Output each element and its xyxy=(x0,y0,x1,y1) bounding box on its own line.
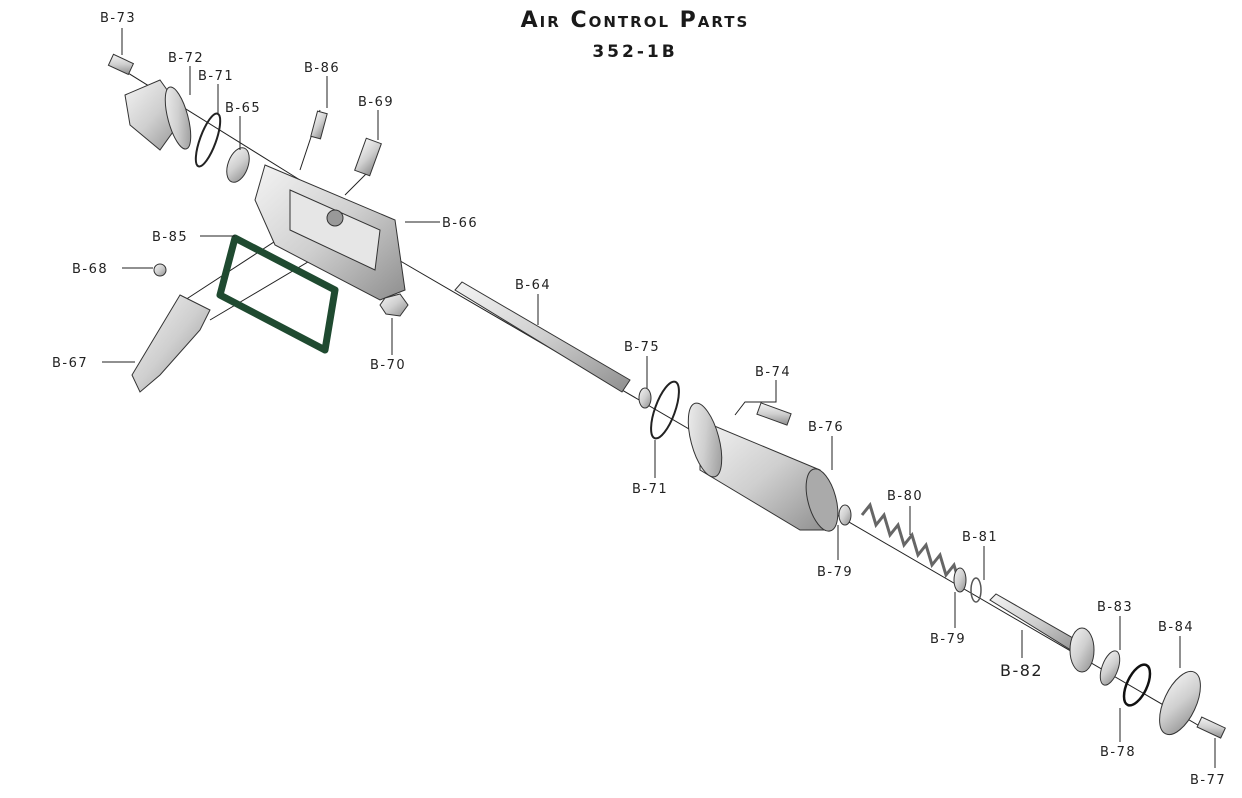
label-b70: B-70 xyxy=(370,358,406,373)
part-b75-washer xyxy=(638,387,652,409)
part-b78-oring xyxy=(1122,663,1152,707)
diagram-title: Air Control Parts xyxy=(520,8,750,33)
label-b77: B-77 xyxy=(1190,773,1226,788)
label-b81: B-81 xyxy=(962,530,998,545)
part-b83-ring xyxy=(1099,650,1121,686)
part-b71-gasket-2 xyxy=(650,380,680,440)
part-b79-washer-2 xyxy=(953,567,967,593)
part-b67-lever xyxy=(131,294,211,393)
part-b72-cap xyxy=(124,79,192,151)
part-b66-housing xyxy=(254,164,406,301)
label-b66: B-66 xyxy=(442,216,478,231)
leader-lines xyxy=(102,28,1216,768)
label-b72: B-72 xyxy=(168,51,204,66)
label-b65: B-65 xyxy=(225,101,261,116)
label-b80: B-80 xyxy=(887,489,923,504)
part-b73-bolt xyxy=(107,53,135,76)
part-b84-cap xyxy=(1159,670,1201,736)
part-b86-screw xyxy=(310,110,328,140)
part-b85-gasket xyxy=(216,234,339,354)
label-b79-second: B-79 xyxy=(930,632,966,647)
label-b71: B-71 xyxy=(198,69,234,84)
label-b68: B-68 xyxy=(72,262,108,277)
label-b69: B-69 xyxy=(358,95,394,110)
label-b83: B-83 xyxy=(1097,600,1133,615)
label-b75: B-75 xyxy=(624,340,660,355)
part-b82-piston xyxy=(989,593,1095,673)
label-b79: B-79 xyxy=(817,565,853,580)
label-b84: B-84 xyxy=(1158,620,1194,635)
part-b68-nut xyxy=(153,263,167,277)
label-b67: B-67 xyxy=(52,356,88,371)
label-b86: B-86 xyxy=(304,61,340,76)
part-b71-gasket xyxy=(194,112,222,168)
diagram-subtitle: 352-1B xyxy=(592,42,678,62)
part-b64-shaft xyxy=(454,281,631,393)
part-b76-cylinder xyxy=(687,402,839,532)
part-b70-nut xyxy=(379,293,409,317)
part-b81-clip xyxy=(970,577,982,603)
label-b64: B-64 xyxy=(515,278,551,293)
part-b80-spring xyxy=(860,501,962,586)
label-b71-second: B-71 xyxy=(632,482,668,497)
part-b65-seal xyxy=(226,147,250,183)
part-b79-washer xyxy=(838,504,852,526)
part-b69-fitting xyxy=(354,137,382,177)
part-b77-bolt xyxy=(1196,716,1226,739)
label-b73: B-73 xyxy=(100,11,136,26)
label-b82: B-82 xyxy=(1000,661,1043,680)
label-b76: B-76 xyxy=(808,420,844,435)
part-b74-bolt xyxy=(756,402,792,426)
label-b78: B-78 xyxy=(1100,745,1136,760)
label-b85: B-85 xyxy=(152,230,188,245)
label-b74: B-74 xyxy=(755,365,791,380)
